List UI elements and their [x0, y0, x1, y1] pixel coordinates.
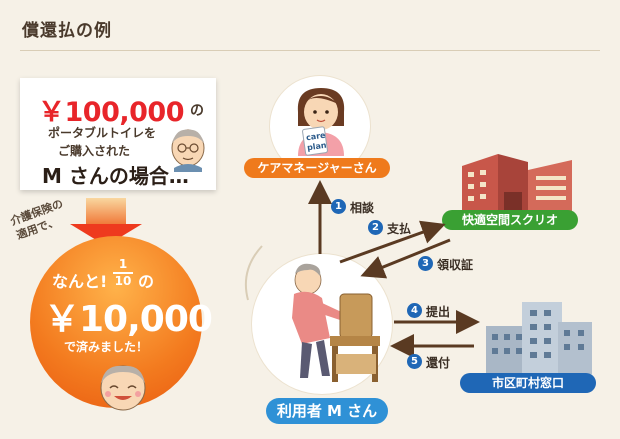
down-arrow-icon	[86, 198, 126, 224]
step-label-3: 領収証	[437, 258, 474, 272]
card-text-line1: ポータブルトイレを	[48, 126, 157, 140]
step-label-1: 相談	[350, 201, 375, 215]
purchase-amount: ￥100,000	[38, 97, 184, 128]
step-badge-3: 3	[418, 256, 433, 271]
title-divider	[20, 50, 600, 51]
card-text-line3: M さんの場合…	[42, 164, 189, 188]
step-badge-5: 5	[407, 354, 422, 369]
arrow-payment	[339, 220, 446, 264]
step-label-4: 提出	[426, 305, 451, 319]
provider-label: 快適空間スクリオ	[442, 210, 578, 230]
care-manager-label: ケアマネージャーさん	[244, 158, 390, 178]
municipal-office-icon	[486, 302, 592, 374]
purchase-amount-suffix: の	[190, 103, 204, 119]
fraction-bar	[113, 272, 133, 274]
arrow-receipt	[360, 238, 451, 279]
result-done-text: で済みました！	[64, 340, 149, 354]
result-nanto: なんと!	[52, 272, 108, 291]
user-label: 利用者 M さん	[266, 398, 388, 424]
page-title: 償還払の例	[22, 21, 112, 41]
step-label-5: 還付	[426, 356, 451, 370]
fraction-numerator: 1	[118, 257, 128, 271]
result-amount: ￥10,000	[44, 299, 213, 340]
step-badge-1: 1	[331, 199, 346, 214]
care-manager-icon	[297, 88, 345, 156]
happy-elderly-man-icon	[100, 365, 146, 411]
user-with-toilet-icon	[292, 263, 380, 382]
result-no: の	[138, 272, 155, 291]
provider-building-icon	[462, 154, 572, 212]
fraction-denominator: 10	[114, 274, 132, 288]
step-badge-2: 2	[368, 220, 383, 235]
step-badge-4: 4	[407, 303, 422, 318]
municipal-label: 市区町村窓口	[460, 373, 596, 393]
card-text-line2: ご購入された	[58, 144, 131, 158]
elderly-man-icon	[171, 129, 205, 172]
step-label-2: 支払	[387, 222, 412, 236]
